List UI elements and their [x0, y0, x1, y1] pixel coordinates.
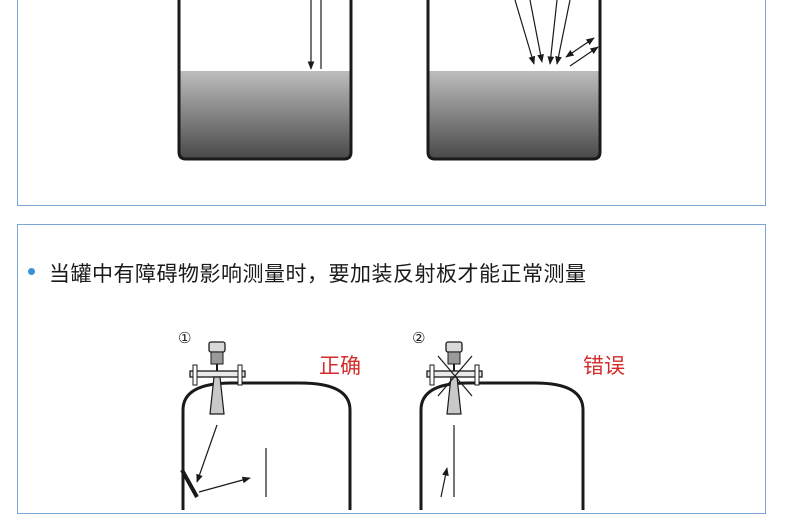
top-diagram-panel [17, 0, 766, 206]
tank-2-bolt-left [429, 364, 435, 386]
top-tanks-drawing [177, 0, 602, 161]
example-2-number: ② [412, 329, 426, 347]
tank-2-wrong [419, 341, 585, 510]
tank-wall-left [177, 0, 353, 161]
tank-2-cross-line-b [437, 355, 473, 397]
tank-1-bolt-right [237, 364, 243, 386]
liquid-right [428, 71, 600, 158]
tank-2-radar-head [445, 341, 463, 353]
beam-arrow-3 [547, 0, 558, 65]
reflect-arrow-a [565, 37, 595, 58]
liquid-left [179, 71, 351, 158]
bullet-dot [28, 268, 35, 275]
tank-1-correct [180, 341, 352, 510]
bottom-diagram-panel [17, 224, 766, 514]
tank-1-reflector-plate [180, 469, 199, 498]
beam-arrow-2 [529, 0, 544, 63]
tank-1-beam-reflected [198, 476, 251, 493]
tank-1-radar-head [208, 341, 226, 353]
reflect-arrow-b [569, 46, 599, 67]
tank-1-radar-body [210, 351, 224, 365]
tank-1-horn-antenna [209, 376, 225, 415]
example-2-verdict: 错误 [583, 354, 625, 378]
tank-2-horn-antenna [446, 376, 462, 415]
example-1-number: ① [178, 329, 192, 347]
tank-2-radar-body [447, 351, 461, 365]
tank-left-top [177, 0, 353, 161]
tank-1-bolt-left [192, 364, 198, 386]
tank-1-shell [181, 381, 352, 510]
tank-2-shell [419, 381, 585, 510]
tank-2-bolt-right [474, 364, 480, 386]
tank-1-flange [189, 370, 246, 378]
tank-wall-right [426, 0, 602, 161]
bottom-tanks-drawing [180, 341, 585, 510]
tank-1-beam-down [196, 424, 218, 483]
beam-arrow-4 [555, 0, 571, 65]
tank-right-top [426, 0, 602, 161]
example-1-verdict: 正确 [319, 354, 361, 378]
tank-2-beam-up [440, 467, 449, 498]
beam-arrow-1 [514, 0, 536, 65]
section-heading: 当罐中有障碍物影响测量时，要加装反射板才能正常测量 [49, 262, 587, 286]
